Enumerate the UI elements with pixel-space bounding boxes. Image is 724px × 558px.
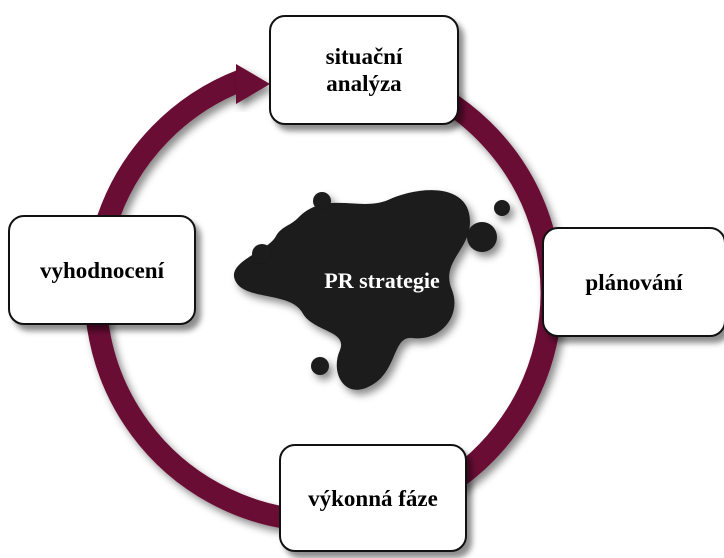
stage-box-planovani: plánování bbox=[542, 227, 724, 337]
stage-box-vykonna-faze: výkonná fáze bbox=[279, 444, 467, 552]
center-label: PR strategie bbox=[324, 268, 440, 293]
stage-label: situační analýza bbox=[325, 44, 403, 96]
ink-splash-icon bbox=[233, 190, 510, 390]
stage-label: plánování bbox=[585, 269, 683, 295]
stage-box-vyhodnoceni: vyhodnocení bbox=[8, 215, 196, 325]
stage-label: vyhodnocení bbox=[40, 257, 164, 283]
stage-label: výkonná fáze bbox=[308, 485, 438, 511]
cycle-arrow-head-icon bbox=[236, 64, 270, 104]
stage-box-situacni-analyza: situační analýza bbox=[269, 15, 459, 125]
